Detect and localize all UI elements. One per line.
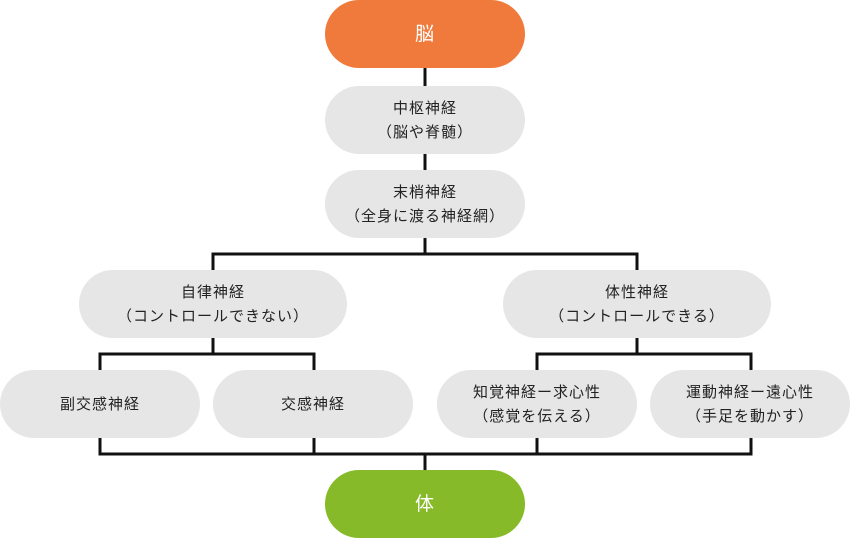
node-parasympathetic-label: 副交感神経 (59, 395, 140, 413)
node-parasympathetic: 副交感神経 (0, 370, 200, 438)
node-autonomic-subtitle: （コントロールできない） (116, 307, 309, 325)
node-sensory-nerve: 知覚神経ー求心性 （感覚を伝える） (437, 370, 637, 438)
node-body-label: 体 (414, 493, 435, 515)
node-autonomic-nervous-system: 自律神経 （コントロールできない） (79, 270, 347, 338)
node-brain-label: 脳 (414, 23, 435, 45)
connector-autonomic-bar (98, 352, 316, 372)
node-peripheral-nervous-system: 末梢神経 （全身に渡る神経網） (325, 170, 525, 238)
node-somatic-title: 体性神経 (604, 283, 669, 301)
node-central-nervous-system: 中枢神経 （脳や脊髄） (325, 86, 525, 154)
node-somatic-subtitle: （コントロールできる） (549, 307, 725, 325)
node-motor-title: 運動神経ー遠心性 (685, 383, 814, 401)
node-cns-subtitle: （脳や脊髄） (376, 123, 473, 141)
node-autonomic-title: 自律神経 (180, 283, 245, 301)
node-motor-subtitle: （手足を動かす） (685, 407, 814, 425)
node-sympathetic-label: 交感神経 (280, 395, 345, 413)
node-cns-title: 中枢神経 (392, 99, 457, 117)
node-somatic-nervous-system: 体性神経 （コントロールできる） (503, 270, 771, 338)
node-sympathetic: 交感神経 (213, 370, 413, 438)
node-pns-subtitle: （全身に渡る神経網） (344, 207, 505, 225)
connector-branch-bar (211, 252, 639, 272)
node-body: 体 (325, 470, 525, 538)
connector-somatic-bar (535, 352, 753, 372)
node-pns-title: 末梢神経 (392, 183, 457, 201)
node-brain: 脳 (325, 0, 525, 68)
node-motor-nerve: 運動神経ー遠心性 （手足を動かす） (650, 370, 850, 438)
node-sensory-title: 知覚神経ー求心性 (472, 383, 601, 401)
connector-bottom-bar (98, 436, 753, 456)
node-sensory-subtitle: （感覚を伝える） (473, 407, 601, 425)
